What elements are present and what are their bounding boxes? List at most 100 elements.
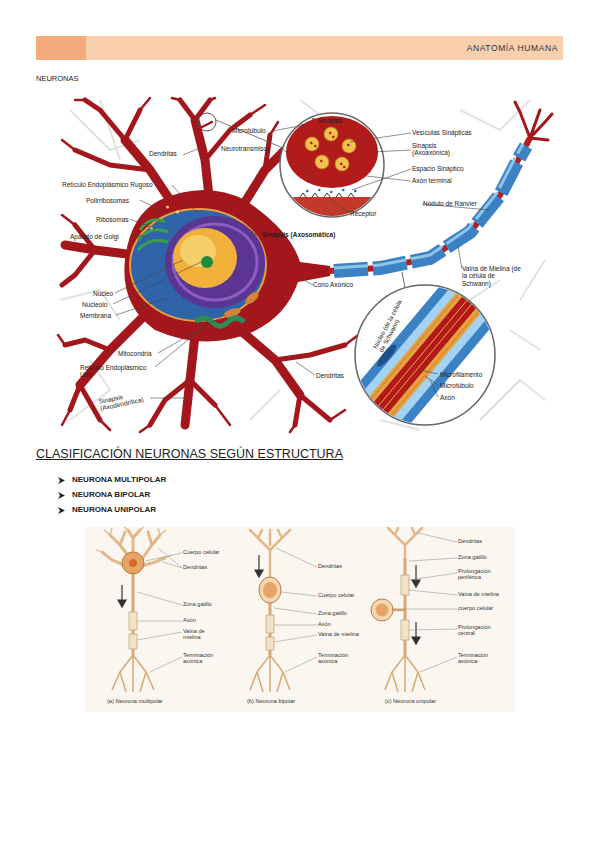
bipolar-terminals bbox=[250, 655, 290, 692]
myelin-inset-border bbox=[355, 285, 495, 425]
figure-label: Dendritas bbox=[458, 538, 482, 544]
rough-er-fold bbox=[173, 224, 257, 300]
unipolar-dendrites bbox=[388, 528, 422, 560]
multipolar-terminals bbox=[112, 655, 154, 692]
part-label: Mitocondria bbox=[118, 350, 152, 357]
list-item: NEURONA BIPOLAR bbox=[72, 491, 150, 500]
section-heading: CLASIFICACIÓN NEURONAS SEGÚN ESTRUCTURA bbox=[36, 447, 343, 461]
myelin-inner bbox=[349, 271, 501, 440]
myelin-outer bbox=[342, 265, 508, 445]
synaptic-vesicles bbox=[305, 127, 356, 171]
zoom-marker bbox=[198, 113, 216, 131]
part-label: Membrana bbox=[80, 312, 111, 319]
part-label: Ribosomas bbox=[96, 216, 129, 223]
figure-label: Vaina de mielina bbox=[318, 631, 359, 637]
golgi-apparatus bbox=[138, 220, 168, 250]
figure-label: Vaina de mielina bbox=[183, 628, 217, 641]
part-label: Axón bbox=[440, 394, 455, 401]
cell-body bbox=[124, 190, 330, 341]
bullet-markers bbox=[58, 477, 65, 514]
part-label: Microtúbulo bbox=[232, 127, 266, 134]
bipolar-myelin bbox=[266, 615, 274, 650]
figure-label: Cuerpo celular bbox=[318, 592, 354, 598]
part-label: Cono Axónico bbox=[313, 281, 353, 288]
unipolar-cell-body-ring bbox=[371, 599, 393, 621]
presynaptic-terminal bbox=[286, 116, 378, 188]
myelin-layers bbox=[342, 265, 508, 445]
axon-core bbox=[360, 280, 489, 429]
part-label: Aparato de Golgi bbox=[70, 233, 119, 240]
nucleus bbox=[173, 228, 237, 288]
nucleolus bbox=[201, 256, 213, 268]
bipolar-dendrites bbox=[250, 530, 290, 578]
header-accent bbox=[36, 36, 86, 60]
figure-label: Vaina de mielina bbox=[458, 591, 499, 597]
figure-caption: (c) Neurona unipolar bbox=[385, 698, 436, 704]
part-label: Espacio Sináptico bbox=[412, 165, 464, 172]
rough-er bbox=[165, 216, 265, 308]
figure-caption: (a) Neurona multipolar bbox=[107, 698, 163, 704]
page-title: NEURONAS bbox=[36, 75, 79, 83]
unipolar-terminals bbox=[385, 655, 425, 692]
part-label: Axón terminal bbox=[412, 177, 452, 184]
part-label: Sinapsis (Axosomática) bbox=[262, 231, 335, 238]
bipolar-cell-body-ring bbox=[259, 577, 281, 603]
part-label: Sinapsis (Axodendrítica) bbox=[98, 387, 155, 413]
neurotransmitter-dots bbox=[310, 132, 350, 169]
figure-leader-lines bbox=[137, 533, 457, 672]
axon-terminal bbox=[515, 102, 552, 140]
figure-label: Terminación axónica bbox=[458, 652, 500, 665]
nucleus-highlight bbox=[180, 235, 216, 267]
part-label: Vaina de Mielina (de la célula de Schwan… bbox=[462, 265, 524, 287]
bipolar-cell-body bbox=[263, 582, 277, 598]
figure-label: Terminación axónica bbox=[183, 652, 225, 665]
leader-lines bbox=[113, 125, 490, 398]
multipolar-dendrites bbox=[102, 530, 165, 566]
multipolar-myelin bbox=[129, 612, 137, 649]
header-text: ANATOMÍA HUMANA bbox=[467, 43, 558, 53]
cytoplasm-cutaway bbox=[130, 209, 266, 321]
part-label: Sinapsis bbox=[318, 117, 343, 124]
header-band: ANATOMÍA HUMANA bbox=[36, 36, 563, 60]
microfilaments bbox=[357, 278, 493, 433]
figure-label: Cuerpo celular bbox=[183, 549, 219, 555]
part-label: Polirribosomas bbox=[86, 197, 129, 204]
signal-arrow bbox=[118, 585, 126, 607]
multipolar-cell-body bbox=[122, 552, 144, 574]
synapse-inset-content bbox=[270, 114, 400, 237]
list-item: NEURONA MULTIPOLAR bbox=[72, 476, 166, 485]
mitochondrion bbox=[243, 290, 260, 306]
figure-background bbox=[85, 527, 515, 712]
microtubules bbox=[365, 284, 485, 426]
part-label: Dendritas bbox=[316, 372, 344, 379]
part-label: Nódulo de Ranvier bbox=[423, 200, 477, 207]
part-label: Microfilamento bbox=[440, 371, 482, 378]
part-label: Dendritas bbox=[149, 150, 177, 157]
figure-label: Prolongación central bbox=[458, 624, 506, 637]
part-label: Vesículas Sinápticas bbox=[412, 129, 472, 136]
part-label: Retículo Endoplásmico Liso bbox=[80, 364, 160, 379]
figure-label: Dendritas bbox=[318, 563, 342, 569]
part-label: Microtúbulo bbox=[440, 382, 474, 389]
smooth-er bbox=[196, 318, 244, 326]
zoom-line bbox=[216, 120, 283, 148]
myelin-inset-content bbox=[342, 265, 508, 445]
part-label: Neurotransmisor bbox=[221, 145, 269, 152]
header-band bbox=[36, 36, 563, 60]
list-item: NEURONA UNIPOLAR bbox=[72, 506, 156, 515]
figure-label: Axón bbox=[318, 621, 331, 627]
figure-label: Dendritas bbox=[183, 564, 207, 570]
unipolar-myelin bbox=[401, 575, 409, 640]
signal-arrow bbox=[255, 555, 263, 577]
unipolar-cell-body bbox=[376, 604, 389, 617]
signal-arrow bbox=[412, 565, 420, 644]
part-label: Núcleo bbox=[93, 290, 113, 297]
figure-label: Terminación axónica bbox=[318, 652, 360, 665]
figure-label: cuerpo celular bbox=[458, 605, 493, 611]
unipolar-axon bbox=[404, 558, 407, 655]
multipolar-nucleus bbox=[129, 559, 137, 567]
part-label: Retículo Endoplásmico Rugoso bbox=[62, 181, 153, 188]
